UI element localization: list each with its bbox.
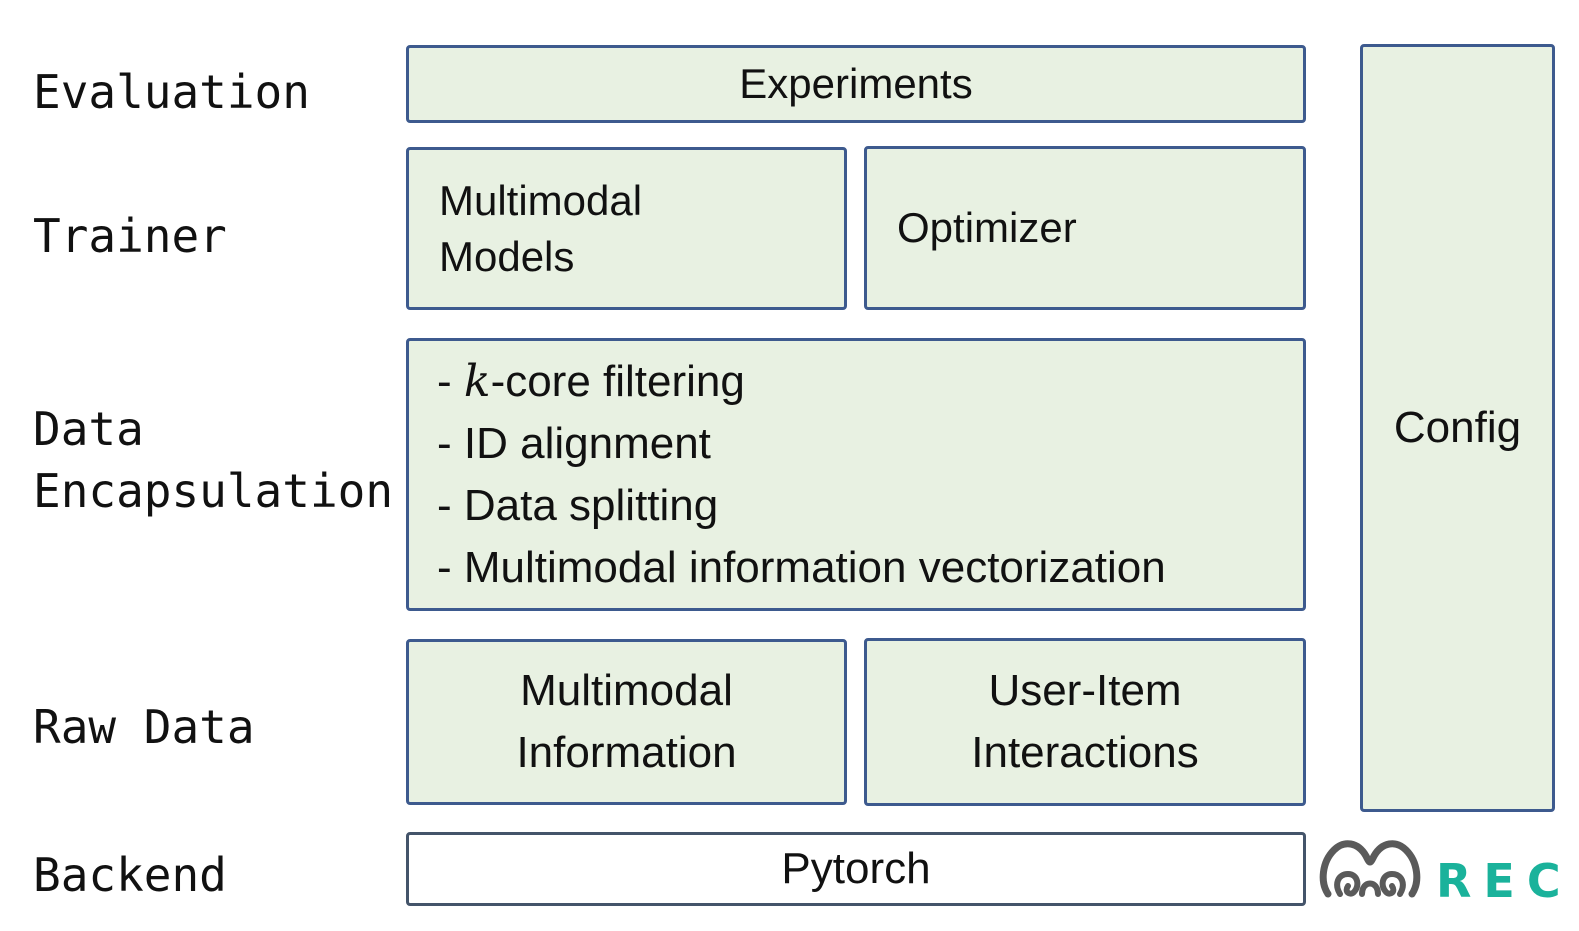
multimodal-models-line1: Multimodal: [439, 176, 643, 224]
layer-label-backend: Backend: [33, 848, 227, 902]
experiments-label: Experiments: [739, 60, 973, 107]
user-item-interactions-box: User-Item Interactions: [864, 638, 1306, 806]
layer-label-raw-data: Raw Data: [33, 700, 255, 754]
step-bullet: -: [437, 356, 464, 406]
logo-rec-text: REC: [1436, 854, 1573, 908]
layer-label-evaluation: Evaluation: [33, 65, 310, 119]
step-k-core-text: -core filtering: [490, 356, 745, 406]
step-k-core-filtering: - k-core filtering: [437, 351, 745, 413]
step-vectorization: - Multimodal information vectorization: [437, 542, 1166, 592]
multimodal-information-line2: Information: [516, 728, 737, 777]
step-data-splitting: - Data splitting: [437, 480, 719, 530]
multimodal-models-line2: Models: [439, 232, 575, 280]
layer-label-data-line2: Encapsulation: [33, 464, 394, 518]
config-box: Config: [1360, 44, 1555, 812]
layer-label-trainer: Trainer: [33, 209, 227, 263]
experiments-box: Experiments: [406, 45, 1306, 123]
k-variable: k: [463, 355, 491, 407]
brain-icon: [1319, 840, 1421, 898]
user-item-line2: Interactions: [971, 728, 1199, 777]
pytorch-box: Pytorch: [406, 832, 1306, 906]
pytorch-label: Pytorch: [781, 844, 931, 893]
multimodal-models-box: Multimodal Models: [406, 147, 847, 310]
optimizer-box: Optimizer: [864, 146, 1306, 310]
multimodal-information-line1: Multimodal: [520, 666, 733, 715]
multimodal-information-box: Multimodal Information: [406, 639, 847, 805]
data-encapsulation-box: - k-core filtering - ID alignment - Data…: [406, 338, 1306, 611]
user-item-line1: User-Item: [988, 666, 1182, 715]
optimizer-label: Optimizer: [897, 204, 1077, 251]
config-label: Config: [1393, 403, 1522, 452]
layer-label-data-line1: Data: [33, 402, 144, 456]
step-id-alignment: - ID alignment: [437, 418, 711, 468]
